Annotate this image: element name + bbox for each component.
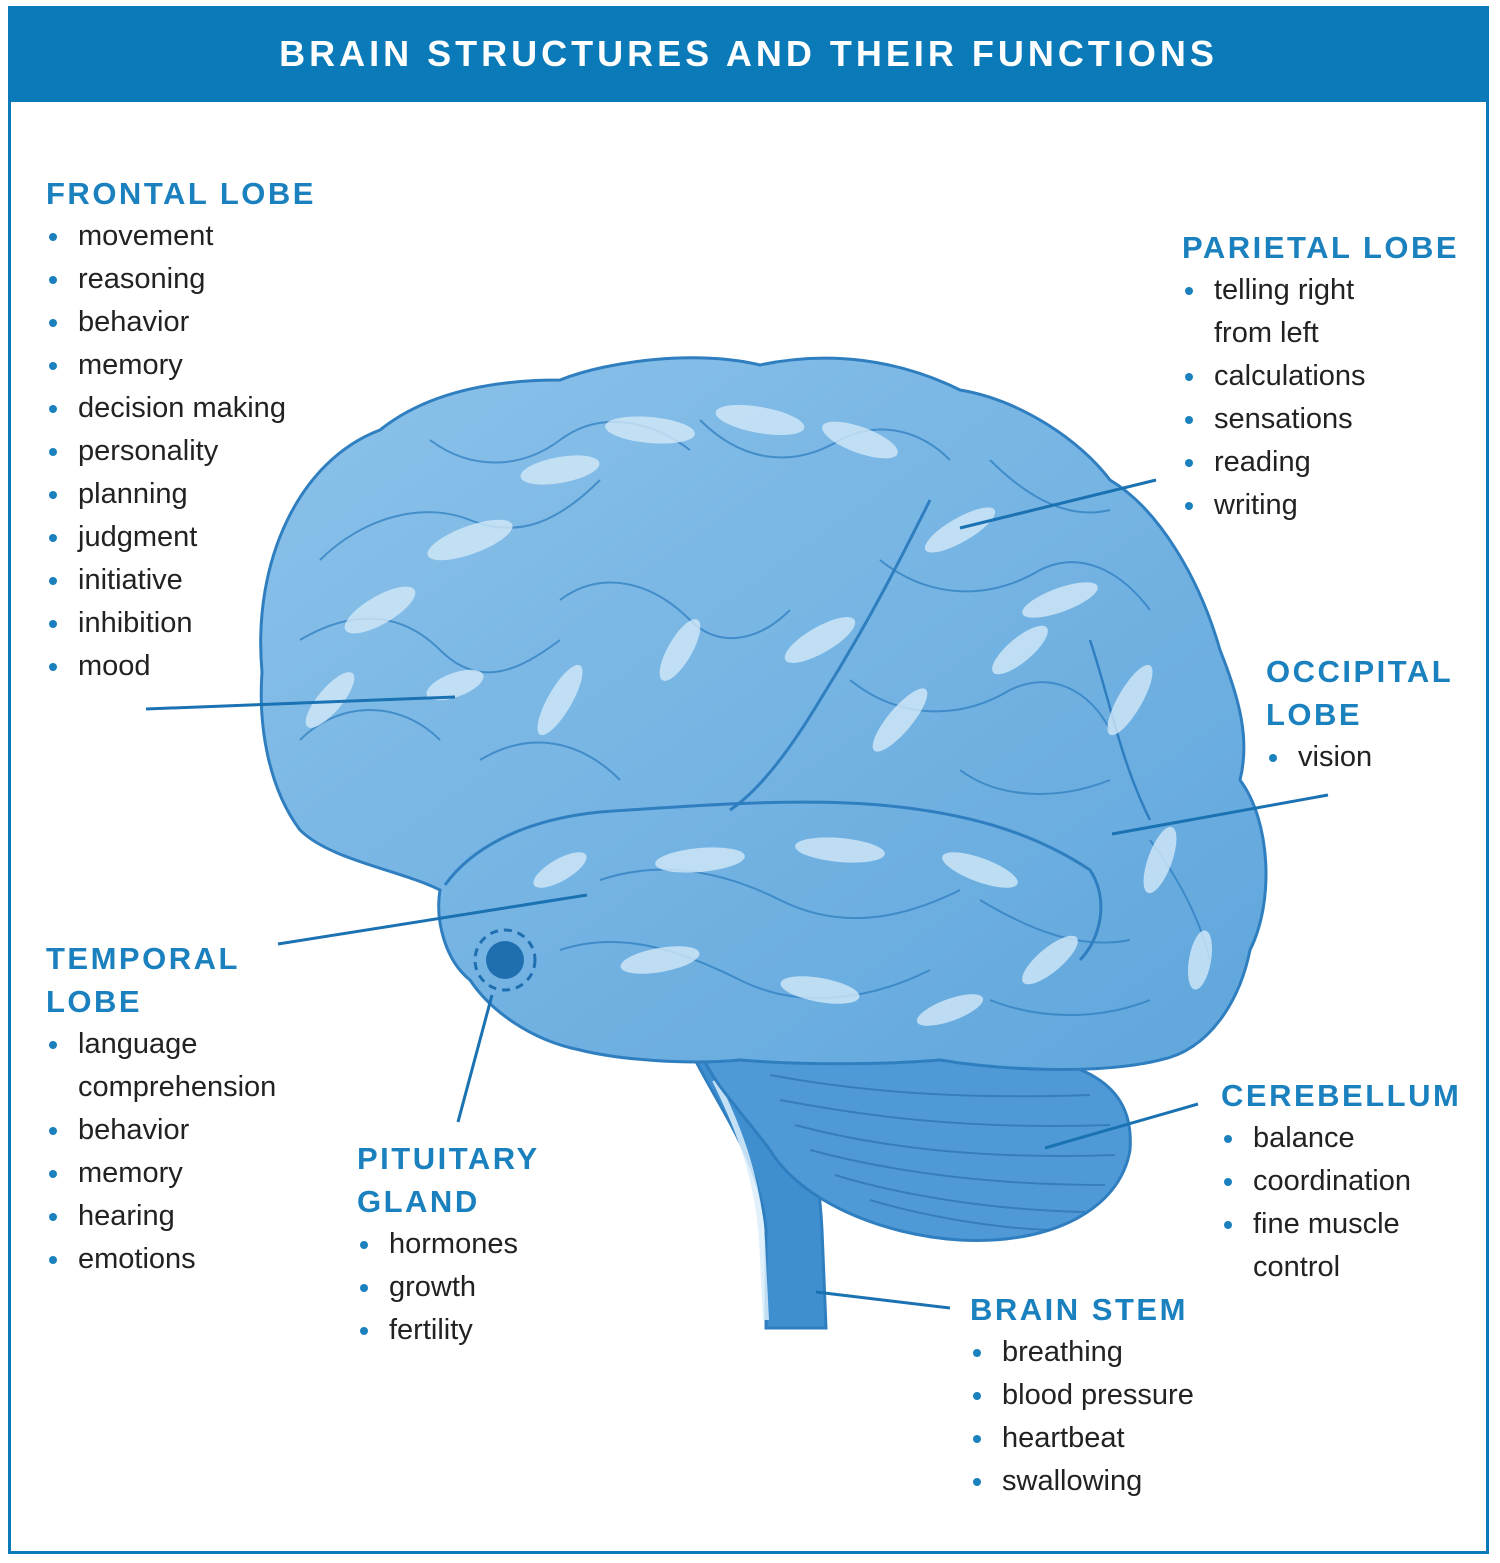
function-item-line: from left xyxy=(1214,317,1319,349)
function-item-line: comprehension xyxy=(78,1071,277,1103)
region-title-line: FRONTAL LOBE xyxy=(46,176,316,211)
leader-lines xyxy=(145,478,1329,1310)
function-item: memory xyxy=(46,344,316,387)
region-title-line: CEREBELLUM xyxy=(1221,1078,1462,1113)
function-item: emotions xyxy=(46,1238,276,1281)
function-item: coordination xyxy=(1221,1160,1461,1203)
function-item: breathing xyxy=(970,1331,1194,1374)
region-title-line: PITUITARY xyxy=(357,1141,540,1176)
pituitary-marker-ring xyxy=(473,928,537,992)
region-title-line: LOBE xyxy=(1266,697,1363,732)
function-item: movement xyxy=(46,215,316,258)
region-title-line: LOBE xyxy=(46,984,143,1019)
function-item: hearing xyxy=(46,1195,276,1238)
pituitary-marker-dot xyxy=(486,941,524,979)
region-title-line: BRAIN STEM xyxy=(970,1292,1188,1327)
function-item: decision making xyxy=(46,387,316,430)
function-item: writing xyxy=(1182,484,1459,527)
function-item: inhibition xyxy=(46,602,316,645)
region-title-line: GLAND xyxy=(357,1184,480,1219)
region-title-line: TEMPORAL xyxy=(46,941,240,976)
region-title: PARIETAL LOBE xyxy=(1182,226,1459,269)
region-title: BRAIN STEM xyxy=(970,1288,1194,1331)
function-item: behavior xyxy=(46,1109,276,1152)
region-title: OCCIPITAL LOBE xyxy=(1266,650,1453,736)
occipital-lobe-label: OCCIPITAL LOBE vision xyxy=(1266,650,1453,779)
function-item: behavior xyxy=(46,301,316,344)
region-title: CEREBELLUM xyxy=(1221,1074,1461,1117)
function-item: mood xyxy=(46,645,316,688)
function-item: fertility xyxy=(357,1309,540,1352)
function-item: hormones xyxy=(357,1223,540,1266)
cerebellum-leader-line xyxy=(1044,1102,1199,1150)
function-item: initiative xyxy=(46,559,316,602)
function-item-line: fine muscle xyxy=(1253,1208,1400,1240)
function-list: vision xyxy=(1266,736,1453,779)
function-item: sensations xyxy=(1182,398,1459,441)
temporal-lobe-outline xyxy=(443,800,1103,962)
function-item: vision xyxy=(1266,736,1453,779)
cerebrum-shape xyxy=(259,356,1268,1071)
function-item: reasoning xyxy=(46,258,316,301)
pituitary-leader-line xyxy=(456,994,494,1123)
region-title-line: OCCIPITAL xyxy=(1266,654,1454,689)
function-item: swallowing xyxy=(970,1460,1194,1503)
temporal-lobe-label: TEMPORAL LOBE language comprehension behavio… xyxy=(46,937,276,1281)
function-item-line: telling right xyxy=(1214,274,1355,306)
function-item: reading xyxy=(1182,441,1459,484)
region-title: FRONTAL LOBE xyxy=(46,172,316,215)
function-item: fine muscle control xyxy=(1221,1203,1461,1289)
function-item-line: control xyxy=(1253,1251,1341,1283)
diagram-title: BRAIN STRUCTURES AND THEIR FUNCTIONS xyxy=(279,33,1218,74)
region-title: TEMPORAL LOBE xyxy=(46,937,276,1023)
brainstem-leader-line xyxy=(815,1290,951,1310)
function-item: balance xyxy=(1221,1117,1461,1160)
function-item: growth xyxy=(357,1266,540,1309)
central-sulcus xyxy=(729,499,932,812)
region-title: PITUITARY GLAND xyxy=(357,1137,540,1223)
function-item: planning xyxy=(46,473,316,516)
function-item: calculations xyxy=(1182,355,1459,398)
gyri-highlights xyxy=(305,405,1213,1026)
occipital-leader-line xyxy=(1111,793,1329,836)
function-item: heartbeat xyxy=(970,1417,1194,1460)
parietal-lobe-label: PARIETAL LOBE telling right from left calcu… xyxy=(1182,226,1459,527)
region-title-line: PARIETAL LOBE xyxy=(1182,230,1460,265)
frontal-leader-line xyxy=(145,695,456,711)
temporal-leader-line xyxy=(277,893,588,946)
function-item: telling right from left xyxy=(1182,269,1459,355)
function-item: memory xyxy=(46,1152,276,1195)
function-item: judgment xyxy=(46,516,316,559)
brainstem-highlight xyxy=(712,1078,769,1321)
function-item: blood pressure xyxy=(970,1374,1194,1417)
parietal-leader-line xyxy=(959,478,1157,530)
title-banner: BRAIN STRUCTURES AND THEIR FUNCTIONS xyxy=(8,6,1489,102)
function-item-line: language xyxy=(78,1028,198,1060)
function-item: personality xyxy=(46,430,316,473)
cerebellum-folia xyxy=(769,1074,1116,1231)
function-item: language comprehension xyxy=(46,1023,276,1109)
